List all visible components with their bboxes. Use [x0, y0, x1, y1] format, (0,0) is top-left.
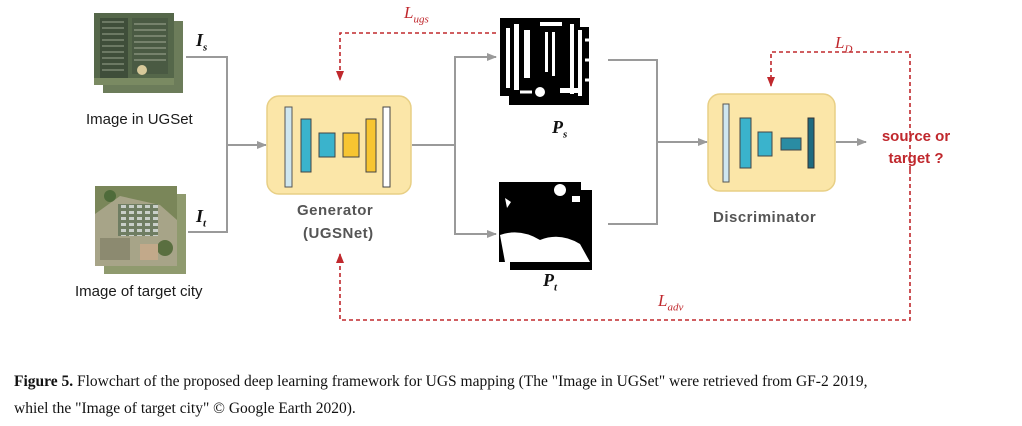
pt-symbol: Pt — [543, 270, 558, 294]
generator-layer-1 — [284, 106, 293, 188]
target-satellite-image — [95, 186, 177, 266]
source-to-merge-line — [186, 56, 228, 145]
discriminator-layer-4 — [780, 137, 802, 151]
discriminator-layer-3 — [757, 131, 773, 157]
loss-d-path — [767, 51, 911, 170]
source-satellite-image — [94, 13, 174, 85]
ps-mask-stack — [500, 18, 593, 105]
ps-symbol: Ps — [552, 117, 568, 141]
caption-line-2: whiel the "Image of target city" © Googl… — [14, 400, 356, 417]
generator-layer-5 — [365, 118, 377, 173]
generator-module — [266, 95, 412, 195]
caption-text: Flowchart of the proposed deep learning … — [73, 373, 868, 390]
ps-to-merge-line — [608, 59, 658, 142]
source-image-stack — [94, 13, 183, 93]
pt-to-merge-line — [608, 142, 658, 225]
target-image-stack — [95, 186, 186, 274]
loss-ugs-label: Lugs — [404, 3, 429, 26]
figure-caption: Figure 5. Flowchart of the proposed deep… — [14, 368, 1019, 422]
loss-d-label: LD — [835, 33, 853, 56]
discriminator-layer-1 — [722, 103, 730, 183]
generator-layer-3 — [318, 132, 336, 158]
target-to-merge-line — [188, 145, 228, 233]
output-label-line2: target ? — [888, 150, 944, 167]
to-ps-arrow — [454, 53, 497, 145]
ps-mask — [506, 22, 593, 97]
loss-adv-path — [336, 170, 911, 321]
caption-figure-number: Figure 5. — [14, 373, 74, 390]
caption-line-1: Figure 5. Flowchart of the proposed deep… — [14, 368, 1019, 395]
generator-sublabel: (UGSNet) — [303, 225, 374, 242]
output-label-line1: source or — [881, 128, 951, 145]
generator-layer-2 — [300, 118, 312, 173]
target-input-label: Image of target city — [75, 283, 203, 300]
pt-mask — [500, 184, 590, 262]
discriminator-layer-2 — [739, 117, 752, 169]
loss-ugs-path — [336, 32, 496, 81]
loss-adv-label: Ladv — [658, 291, 684, 314]
target-input-symbol: It — [196, 206, 207, 230]
output-label: source or target ? — [866, 126, 966, 170]
generator-layer-4 — [342, 132, 360, 158]
discriminator-label: Discriminator — [713, 209, 817, 226]
discriminator-module — [707, 93, 836, 192]
generator-label: Generator — [297, 202, 374, 219]
discriminator-layer-5 — [807, 117, 815, 169]
pt-mask-stack — [499, 182, 592, 270]
source-input-label: Image in UGSet — [86, 111, 193, 128]
to-pt-arrow — [454, 145, 497, 238]
generator-layer-6 — [382, 106, 391, 188]
source-input-symbol: Is — [196, 30, 208, 54]
